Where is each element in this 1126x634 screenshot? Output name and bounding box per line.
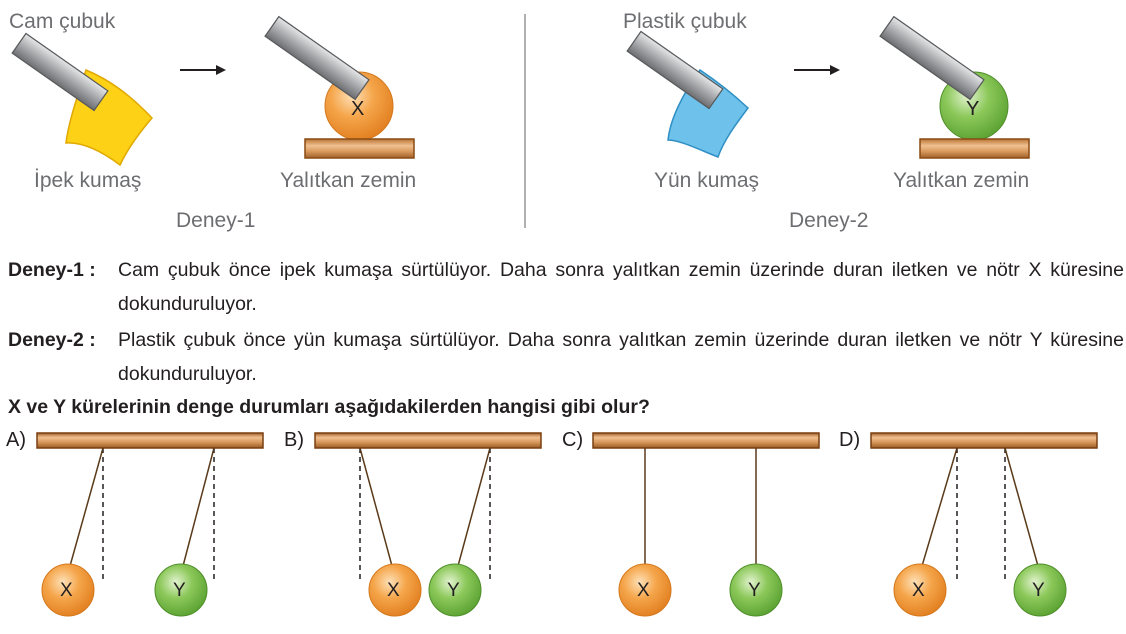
experiment-1-description-label: Deney-1 : xyxy=(8,259,96,281)
answer-options-illustration xyxy=(36,432,1098,617)
option-b-sphere-x-label: X xyxy=(387,580,400,601)
thread xyxy=(921,447,958,567)
silk-cloth-label: İpek kumaş xyxy=(34,169,142,192)
experiment-2-description-label: Deney-2 : xyxy=(8,329,96,351)
wool-cloth-label: Yün kumaş xyxy=(654,169,760,192)
option-a-diagram[interactable] xyxy=(36,432,264,617)
thread xyxy=(457,447,491,567)
sphere-x xyxy=(368,563,422,617)
option-c-diagram[interactable] xyxy=(592,432,820,617)
sphere-x xyxy=(41,563,95,617)
thread xyxy=(1004,447,1039,567)
sphere-x xyxy=(618,563,672,617)
option-a-letter[interactable]: A) xyxy=(6,429,26,451)
option-c-sphere-x-label: X xyxy=(637,580,650,601)
insulator-base xyxy=(304,138,415,159)
experiment-1-description-text: Cam çubuk önce ipek kumaşa sürtülüyor. D… xyxy=(118,259,1124,315)
glass-rod-label: Cam çubuk xyxy=(9,10,116,33)
question-text: X ve Y kürelerinin denge durumları aşağı… xyxy=(8,396,650,418)
support-bar xyxy=(870,432,1098,449)
glass-rod xyxy=(11,32,109,112)
thread xyxy=(359,447,393,567)
arrow-icon xyxy=(180,65,226,75)
glass-rod xyxy=(264,15,370,101)
thread xyxy=(182,447,215,567)
experiment-1-description: Deney-1 : Cam çubuk önce ipek kumaşa sür… xyxy=(8,253,1124,315)
sphere-y xyxy=(729,563,783,617)
thread xyxy=(69,447,104,567)
sphere-y xyxy=(428,563,482,617)
option-b-sphere-y-label: Y xyxy=(447,580,460,601)
sphere-y xyxy=(1013,563,1067,617)
experiments-illustration xyxy=(11,14,1030,228)
support-bar xyxy=(592,432,820,449)
plastic-rod xyxy=(879,15,985,101)
option-d-letter[interactable]: D) xyxy=(839,429,861,451)
experiment-2-description-text: Plastik çubuk önce yün kumaşa sürtülüyor… xyxy=(118,329,1124,385)
sphere-x-label: X xyxy=(351,98,365,120)
option-b-diagram[interactable] xyxy=(314,432,542,617)
sphere-y xyxy=(154,563,208,617)
experiment-2-description: Deney-2 : Plastik çubuk önce yün kumaşa … xyxy=(8,323,1124,385)
sphere-y-label: Y xyxy=(966,98,980,120)
option-b-letter[interactable]: B) xyxy=(284,429,304,451)
option-c-sphere-y-label: Y xyxy=(748,580,761,601)
insulator-base xyxy=(919,138,1030,159)
option-d-sphere-y-label: Y xyxy=(1032,580,1045,601)
arrow-icon xyxy=(794,65,840,75)
option-d-diagram[interactable] xyxy=(870,432,1098,617)
option-c-letter[interactable]: C) xyxy=(562,429,584,451)
plastic-rod xyxy=(626,30,724,110)
experiment-2-title: Deney-2 xyxy=(789,209,869,232)
insulator-label-2: Yalıtkan zemin xyxy=(893,169,1030,192)
option-d-sphere-x-label: X xyxy=(912,580,925,601)
insulator-label-1: Yalıtkan zemin xyxy=(280,169,417,192)
sphere-x xyxy=(893,563,947,617)
support-bar xyxy=(36,432,264,449)
experiment-1-title: Deney-1 xyxy=(176,209,256,232)
support-bar xyxy=(314,432,542,449)
plastic-rod-label: Plastik çubuk xyxy=(623,10,747,33)
option-a-sphere-x-label: X xyxy=(60,580,73,601)
option-a-sphere-y-label: Y xyxy=(173,580,186,601)
